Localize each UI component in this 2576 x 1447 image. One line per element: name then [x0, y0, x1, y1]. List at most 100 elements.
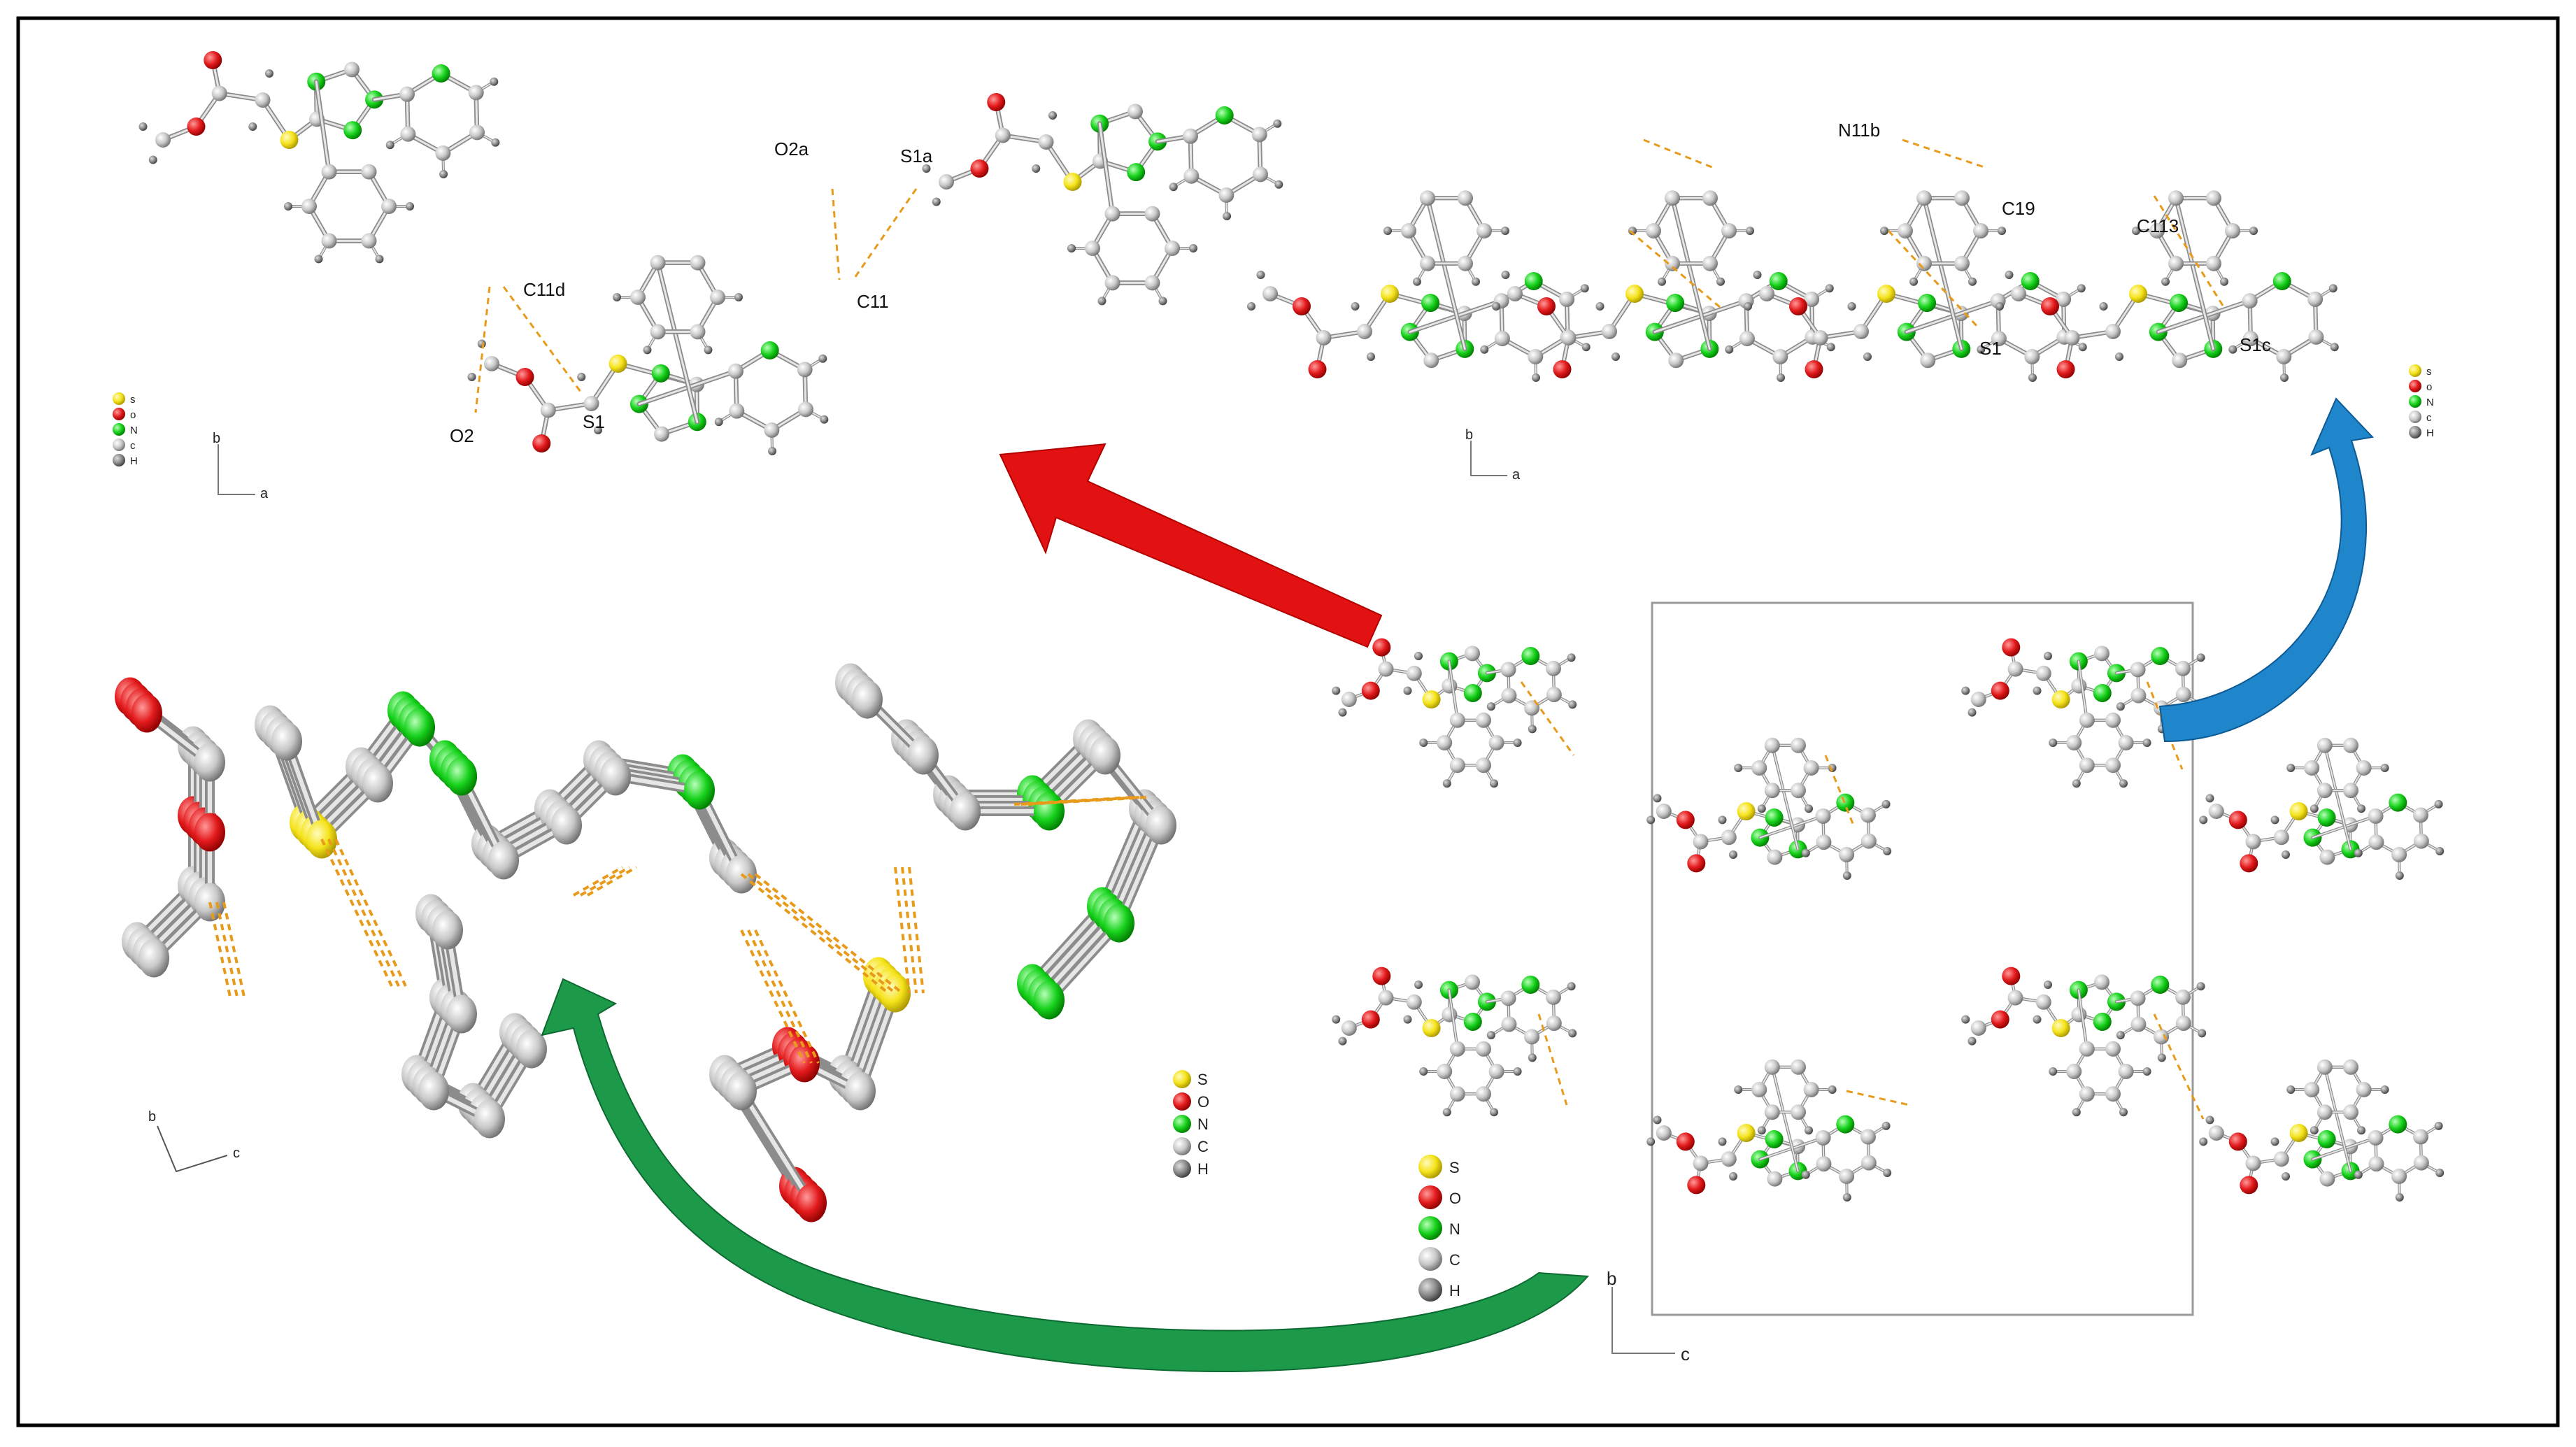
atom-h: [2198, 1029, 2206, 1037]
atom-h: [1734, 764, 1742, 772]
atom-c: [1916, 190, 1932, 206]
atom-s: [280, 131, 299, 149]
atom-s: [1877, 285, 1895, 303]
atom-c: [2079, 757, 2095, 773]
atom-h: [1332, 687, 1340, 695]
atom-c: [1252, 127, 1267, 142]
atom-h: [1490, 1108, 1498, 1116]
atom-h: [1032, 164, 1040, 173]
atom-c: [469, 124, 485, 140]
atom-n: [2170, 294, 2188, 312]
legend-c-n: N: [1197, 1115, 1209, 1133]
atom-c: [2094, 646, 2109, 661]
atom-c: [1668, 352, 1684, 368]
atom-h: [2119, 1108, 2128, 1116]
atom-h: [2119, 779, 2128, 787]
label-s1-b: S1: [1979, 338, 2002, 359]
atom-h: [1716, 278, 1725, 286]
atom-h: [1883, 847, 1891, 855]
atom-o: [2229, 811, 2247, 829]
atom-n: [2151, 976, 2169, 994]
atom-c: [1458, 190, 1473, 206]
atom-c: [1804, 760, 1819, 776]
atom-o: [1537, 297, 1556, 315]
atom-h: [2044, 981, 2052, 989]
atom-h: [1802, 849, 1810, 857]
atom-c: [1528, 349, 1543, 364]
atom-c: [2130, 990, 2146, 1006]
atom-h: [491, 138, 499, 147]
atom-h: [2329, 284, 2337, 292]
atom-h: [1961, 687, 1970, 695]
atom-c: [1546, 1015, 1562, 1031]
atom-c: [1476, 1041, 1491, 1057]
atom-c: [1342, 1020, 1357, 1036]
atom-c: [1839, 847, 1854, 862]
atom-h: [2161, 278, 2170, 286]
atom-c: [344, 62, 360, 77]
atom-s: [1064, 173, 1082, 191]
atom-c: [1145, 275, 1160, 290]
atom-c: [1546, 661, 1561, 676]
atom-h: [1528, 725, 1537, 733]
atom-n: [2389, 794, 2407, 812]
atom-c: [1420, 190, 1435, 206]
atom-h: [1339, 1037, 1347, 1046]
atom-c: [400, 127, 415, 142]
atom-c: [2175, 661, 2191, 676]
atom-h: [1443, 1108, 1451, 1116]
atom-c: [2319, 1171, 2335, 1187]
atom-c: [1665, 190, 1680, 206]
legend-a-o: o: [130, 409, 136, 421]
atom-c: [1767, 1171, 1782, 1187]
atom-h: [2049, 739, 2057, 747]
atom-c: [1765, 1104, 1780, 1120]
atom-h: [2072, 1108, 2081, 1116]
atom-c: [2317, 1104, 2333, 1120]
atom-c: [1476, 757, 1491, 773]
atom-n: [1836, 1115, 1854, 1134]
atom-c: [728, 364, 743, 379]
atom-h: [2044, 652, 2052, 660]
atom-o: [1677, 1132, 1695, 1150]
atom-h: [1746, 227, 1754, 235]
atom-c: [2175, 990, 2191, 1005]
atom-c: [650, 324, 666, 339]
label-s1-a: S1: [583, 411, 605, 432]
atom-h: [2077, 284, 2086, 292]
atom-c: [764, 422, 779, 438]
atom-c: [1898, 223, 1913, 238]
atom-c: [1489, 1064, 1504, 1079]
atom-c: [1973, 223, 1988, 238]
atom-h: [2249, 227, 2258, 235]
atom-c: [2011, 286, 2026, 301]
axis-c-c: c: [233, 1146, 240, 1161]
atom-h: [2033, 1015, 2042, 1024]
atom-c: [1767, 850, 1782, 865]
atom-h: [478, 340, 486, 348]
atom-c: [2317, 783, 2333, 798]
atom-c: [1804, 1082, 1819, 1097]
atom-c: [2066, 1064, 2082, 1079]
atom-h: [2286, 1085, 2295, 1094]
atom-h: [376, 255, 384, 263]
atom-n: [1464, 1013, 1482, 1031]
legend-a-n: N: [130, 425, 138, 436]
atom-c: [1791, 738, 1806, 753]
atom-h: [1501, 227, 1509, 235]
atom-s: [609, 355, 627, 373]
atom-h: [2435, 847, 2444, 855]
atom-c: [1860, 1129, 1876, 1144]
atom-c: [2079, 1086, 2095, 1102]
atom-c: [2209, 804, 2224, 819]
atom-c: [2105, 1041, 2121, 1057]
atom-n: [2093, 684, 2112, 702]
atom-c: [1501, 688, 1516, 704]
atom-h: [1729, 1172, 1737, 1181]
atom-c: [2130, 688, 2146, 704]
atom-c: [1702, 190, 1718, 206]
atom-c: [1791, 1104, 1806, 1120]
legend-d-s: S: [1449, 1159, 1460, 1176]
atom-c: [1501, 990, 1516, 1006]
atom-n: [1836, 794, 1854, 812]
